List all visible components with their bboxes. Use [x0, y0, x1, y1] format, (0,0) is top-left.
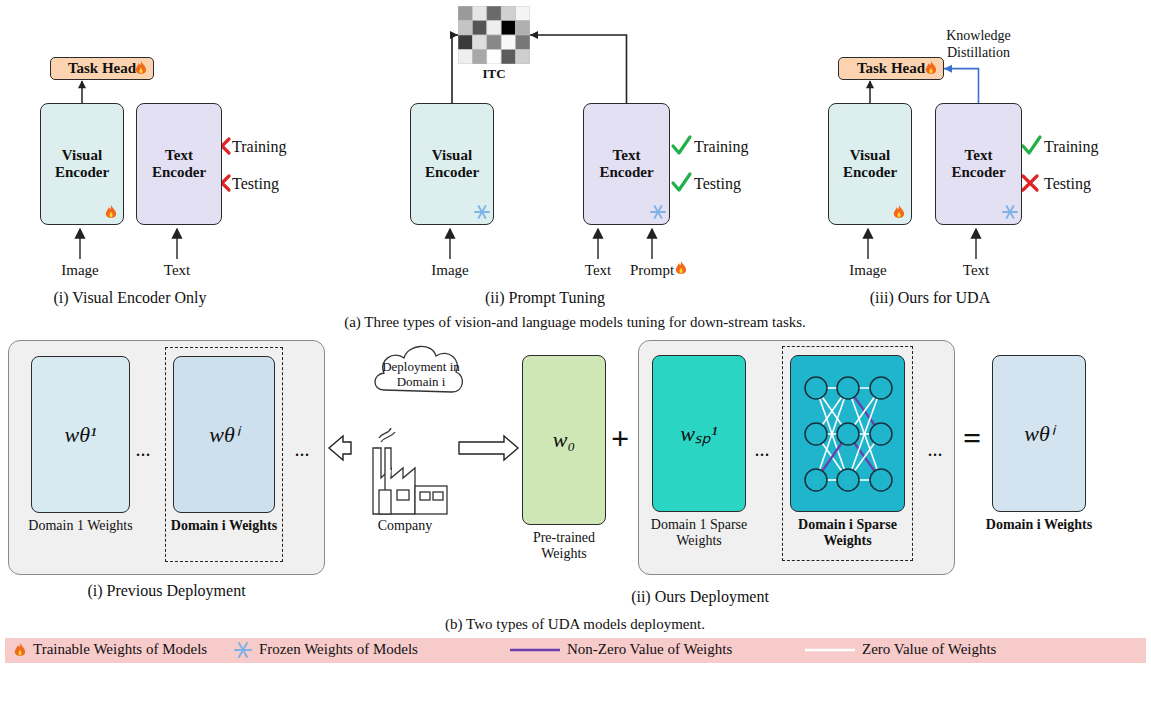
hollow-arrow	[329, 436, 351, 460]
box-label: Visual Encoder	[41, 147, 123, 182]
weight-symbol: wθ¹	[32, 422, 129, 447]
deployment-panel: (i) Previous Deploymentwθ¹Domain 1 Weigh…	[8, 340, 325, 575]
prompt-flame	[676, 261, 686, 274]
snow-sample	[235, 643, 251, 657]
connector	[944, 65, 979, 103]
connector	[530, 31, 627, 103]
text-label: ...	[136, 438, 151, 461]
task-head: Task Head	[838, 57, 944, 80]
task-head: Task Head	[50, 57, 154, 80]
zero-line-sample	[805, 649, 855, 652]
visual-encoder: Visual Encoder	[828, 103, 912, 225]
itc-matrix: ITC	[458, 6, 530, 64]
box-label: Visual Encoder	[411, 147, 493, 182]
box-caption: Domain i Sparse Weights	[779, 517, 916, 549]
text-encoder: Text Encoder	[935, 103, 1022, 225]
edge-label: Knowledge Distillation	[936, 28, 1022, 60]
text-label: =	[963, 420, 981, 457]
frozen-snowflake	[474, 204, 490, 220]
box-label: Task Head	[51, 60, 153, 77]
text-encoder: Text Encoder	[583, 103, 670, 225]
sparse-network-box: Domain i Sparse Weights	[790, 355, 905, 512]
text-label: (a) Three types of vision-and language m…	[344, 314, 806, 331]
frozen-snowflake	[650, 204, 666, 220]
box-label: Text Encoder	[584, 147, 669, 182]
trainable-flame	[104, 204, 120, 220]
text-label: (b) Two types of UDA models deployment.	[445, 616, 705, 633]
text-label: (ii) Prompt Tuning	[485, 289, 605, 307]
text-label: Training	[1044, 138, 1099, 156]
text-label: Prompt	[630, 262, 674, 279]
box-caption: Domain i Weights	[981, 517, 1097, 533]
similarity-grid	[458, 6, 530, 64]
text-label: ...	[295, 438, 310, 461]
text-encoder: Text Encoder	[136, 103, 222, 225]
connector	[450, 31, 458, 103]
nonzero-line-sample	[510, 649, 560, 652]
trainable-flame	[924, 60, 940, 76]
weight-box: wθⁱDomain i Weights	[173, 356, 275, 513]
box-caption: Domain i Weights	[162, 518, 286, 534]
panel-caption: (i) Previous Deployment	[0, 582, 344, 600]
connector	[866, 80, 874, 103]
text-label: ...	[755, 438, 770, 461]
box-label: Visual Encoder	[829, 147, 911, 182]
text-label: Text	[585, 262, 611, 279]
box-caption: Company	[335, 518, 475, 534]
weight-symbol: wθⁱ	[993, 421, 1085, 446]
company-factory: Company	[355, 428, 455, 516]
legend-text: Trainable Weights of Models	[33, 641, 207, 658]
pretrained-weights: w₀Pre-trained Weights	[522, 355, 606, 525]
factory-icon	[355, 428, 455, 516]
text-label: Image	[431, 262, 468, 279]
box-label: Deployment in Domain i	[370, 352, 472, 390]
trainable-flame	[892, 204, 908, 220]
text-label: Testing	[232, 175, 279, 193]
legend-bar: Trainable Weights of Models Frozen Weight…	[5, 638, 1146, 663]
frozen-snowflake	[1002, 204, 1018, 220]
weight-box: wθ¹Domain 1 Weights	[31, 356, 130, 513]
box-caption: Pre-trained Weights	[511, 530, 617, 562]
flame-sample	[15, 643, 25, 656]
text-label: (iii) Ours for UDA	[870, 289, 990, 307]
box-caption: Domain 1 Sparse Weights	[641, 517, 757, 549]
sparse-weight-box: wₛₚ¹Domain 1 Sparse Weights	[652, 355, 746, 512]
text-label: Training	[694, 138, 749, 156]
box-caption: Domain 1 Weights	[20, 518, 141, 534]
weight-symbol: wθⁱ	[174, 422, 274, 447]
text-label: (i) Visual Encoder Only	[54, 289, 207, 307]
box-label: Text Encoder	[936, 147, 1021, 182]
box-caption: ITC	[438, 67, 550, 82]
sparse-network	[791, 356, 906, 513]
visual-encoder: Visual Encoder	[410, 103, 494, 225]
input-arrows	[80, 229, 976, 259]
text-label: Testing	[1044, 175, 1091, 193]
visual-encoder: Visual Encoder	[40, 103, 124, 225]
weight-box: wθⁱDomain i Weights	[992, 355, 1086, 512]
box-label: Text Encoder	[137, 147, 221, 182]
text-label: +	[611, 420, 629, 457]
legend-text: Non-Zero Value of Weights	[567, 641, 732, 658]
text-label: Image	[849, 262, 886, 279]
deployment-cloud: Deployment in Domain i	[370, 338, 472, 404]
text-label: Testing	[694, 175, 741, 193]
text-label: ...	[928, 438, 943, 461]
weight-symbol: wₛₚ¹	[653, 421, 745, 446]
weight-symbol: w₀	[523, 427, 605, 452]
legend-text: Frozen Weights of Models	[259, 641, 418, 658]
text-label: Text	[963, 262, 989, 279]
box-label: Task Head	[839, 60, 943, 77]
hollow-arrow	[459, 436, 518, 460]
text-label: Text	[164, 262, 190, 279]
text-label: Training	[232, 138, 287, 156]
legend-text: Zero Value of Weights	[862, 641, 996, 658]
trainable-flame	[134, 60, 150, 76]
text-label: Image	[61, 262, 98, 279]
text-label: (ii) Ours Deployment	[631, 588, 769, 606]
connector	[78, 80, 86, 103]
